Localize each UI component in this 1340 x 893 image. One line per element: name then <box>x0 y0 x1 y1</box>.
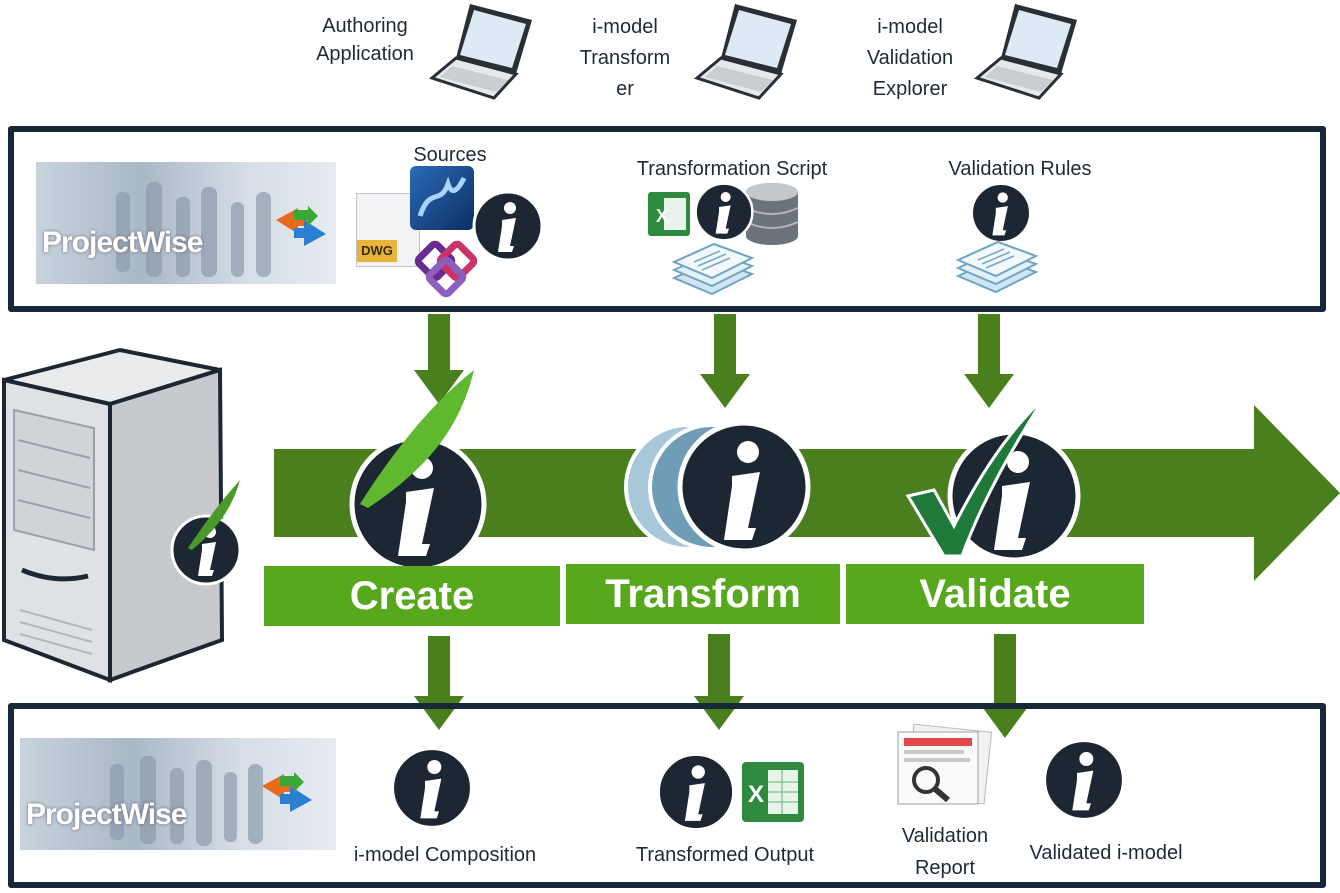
svg-text:X: X <box>656 206 668 226</box>
input-arrow-transform <box>700 314 750 408</box>
stage-validate[interactable]: Validate <box>846 564 1144 624</box>
create-imodel-icon <box>349 370 487 573</box>
ifc-logo-icon <box>414 240 478 298</box>
document-stack-icon <box>955 240 1039 294</box>
validated-imodel-label: Validated i-model <box>1029 842 1183 864</box>
validation-explorer-label: i-model Validation Explorer <box>866 16 954 100</box>
composition-label: i-model Composition <box>353 844 537 866</box>
validation-rules-label: Validation Rules <box>948 158 1092 180</box>
imodel-icon <box>1042 738 1126 822</box>
people-silhouettes <box>110 756 263 846</box>
laptop-icon <box>428 4 532 100</box>
projectwise-wordmark: ProjectWise <box>26 798 187 831</box>
transformed-output-label: Transformed Output <box>635 844 815 866</box>
projectwise-wordmark: ProjectWise <box>42 226 203 259</box>
projectwise-banner[interactable]: ProjectWise <box>36 162 336 284</box>
stage-create[interactable]: Create <box>264 566 560 626</box>
excel-file-icon: X <box>648 192 690 236</box>
microstation-icon <box>410 166 474 230</box>
transform-imodel-icon <box>624 420 811 554</box>
validation-report-label: Validation Report <box>901 825 989 879</box>
svg-text:X: X <box>748 781 764 808</box>
excel-file-icon: X <box>742 762 804 822</box>
outputs-frame <box>8 703 1326 888</box>
transformer-app-label: i-model Transform er <box>579 16 671 100</box>
inputs-frame <box>8 126 1326 312</box>
projectwise-banner[interactable]: ProjectWise <box>20 738 336 850</box>
validate-imodel-icon <box>905 396 1081 563</box>
laptop-icon <box>693 4 797 100</box>
dwg-badge: DWG <box>357 240 397 262</box>
input-arrow-create <box>414 314 464 404</box>
document-stack-icon <box>671 242 755 296</box>
stage-transform[interactable]: Transform <box>566 564 840 624</box>
imodel-icon <box>656 752 736 832</box>
sources-label: Sources <box>413 144 487 166</box>
dwg-file-icon: DWG <box>356 193 420 267</box>
imodel-icon <box>472 190 544 262</box>
imodel-icon <box>694 182 754 242</box>
input-arrow-validate <box>964 314 1014 408</box>
authoring-app-label: Authoring Application <box>316 15 414 65</box>
server-icon <box>2 347 225 683</box>
sync-arrows-icon <box>262 772 312 812</box>
create-imodel-icon <box>170 480 242 586</box>
people-silhouettes <box>116 182 271 277</box>
validation-report-icon <box>897 723 993 805</box>
imodel-icon <box>390 746 474 830</box>
laptop-icon <box>973 4 1077 100</box>
sync-arrows-icon <box>276 206 326 246</box>
output-arrow-validate <box>980 634 1030 738</box>
transformation-script-label: Transformation Script <box>636 158 828 180</box>
